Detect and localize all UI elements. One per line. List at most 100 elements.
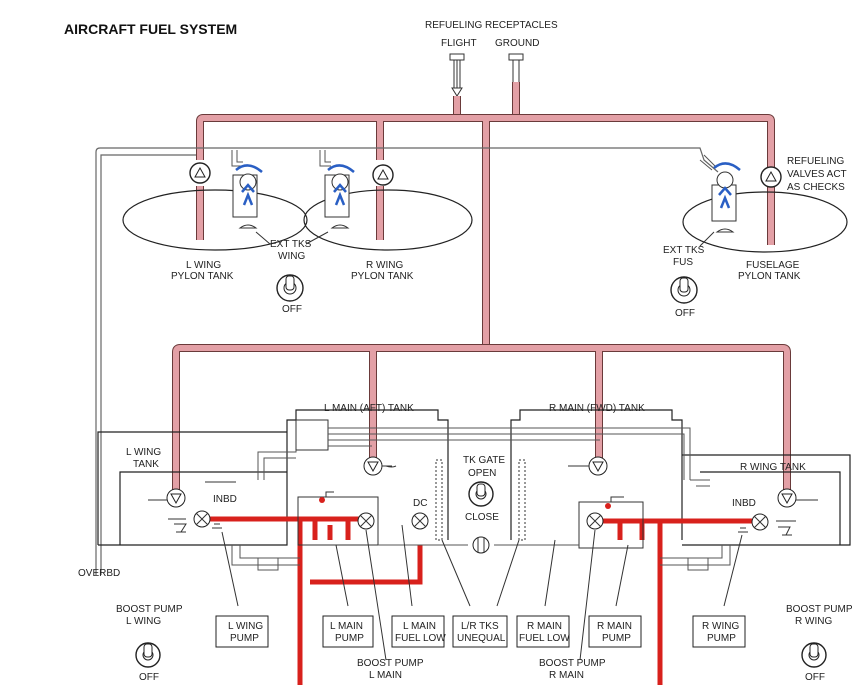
dc-label: DC bbox=[413, 498, 427, 509]
svg-text:L WING: L WING bbox=[228, 621, 263, 632]
inbd-left-label: INBD bbox=[213, 494, 237, 505]
refuel-valves-label-1: REFUELING bbox=[787, 156, 844, 167]
light-l-main-fuel-low: L MAIN FUEL LOW bbox=[391, 615, 446, 648]
tk-gate-label-1: TK GATE bbox=[463, 455, 505, 466]
refuel-manifold-upper bbox=[196, 82, 775, 344]
boost-r-main-label-2: R MAIN bbox=[549, 670, 584, 681]
inbd-right-label: INBD bbox=[732, 498, 756, 509]
svg-text:R MAIN: R MAIN bbox=[527, 621, 562, 632]
boost-l-wing-switch[interactable] bbox=[135, 642, 161, 668]
feed-line-left bbox=[206, 516, 423, 685]
l-feed-sump bbox=[297, 496, 379, 546]
r-wing-tank-label: R WING TANK bbox=[740, 462, 806, 473]
flight-receptacle bbox=[449, 53, 465, 97]
boost-l-wing-label-2: L WING bbox=[126, 616, 161, 627]
boost-r-main-label-1: BOOST PUMP bbox=[539, 658, 606, 669]
l-main-check-valve bbox=[319, 497, 325, 503]
l-pylon-shutoff-valve bbox=[231, 150, 263, 229]
boost-l-main-label-2: L MAIN bbox=[369, 670, 402, 681]
l-wing-float-valve bbox=[148, 481, 236, 508]
receptacle-ground-label: GROUND bbox=[495, 38, 539, 49]
fus-pylon-shutoff-valve bbox=[699, 154, 741, 233]
r-wing-tank bbox=[682, 454, 851, 546]
boost-r-wing-label-1: BOOST PUMP bbox=[786, 604, 853, 615]
svg-text:L MAIN: L MAIN bbox=[330, 621, 363, 632]
boost-l-wing-label-1: BOOST PUMP bbox=[116, 604, 183, 615]
boost-r-wing-switch[interactable] bbox=[801, 642, 827, 668]
ext-tks-wing-switch[interactable] bbox=[276, 274, 304, 302]
light-r-wing-pump: R WING PUMP bbox=[692, 615, 746, 648]
r-main-gauge bbox=[518, 459, 526, 541]
r-main-fwd-tank bbox=[510, 409, 683, 540]
svg-text:PUMP: PUMP bbox=[602, 633, 631, 644]
svg-text:UNEQUAL: UNEQUAL bbox=[457, 633, 506, 644]
ext-tks-fus-switch[interactable] bbox=[670, 276, 698, 304]
fuselage-pylon-tank bbox=[682, 191, 848, 253]
r-main-boost-pump bbox=[586, 512, 604, 530]
svg-text:R WING: R WING bbox=[702, 621, 739, 632]
l-wing-tank bbox=[97, 431, 288, 546]
r-crossfeed bbox=[660, 545, 731, 571]
svg-text:L/R TKS: L/R TKS bbox=[461, 621, 499, 632]
tk-gate-label-2: OPEN bbox=[468, 468, 496, 479]
vent-line-overbd bbox=[95, 147, 719, 575]
r-wing-boost-pump bbox=[751, 513, 769, 531]
r-wing-pylon-label-1: R WING bbox=[366, 260, 403, 271]
refuel-check-valve-r-wing bbox=[372, 164, 394, 186]
r-main-float-valve bbox=[568, 456, 608, 476]
l-wing-tank-label-1: L WING bbox=[126, 447, 161, 458]
r-wing-pylon-label-2: PYLON TANK bbox=[351, 271, 414, 282]
svg-text:PUMP: PUMP bbox=[335, 633, 364, 644]
feed-line-right bbox=[600, 518, 752, 685]
r-main-fwd-label: R MAIN (FWD) TANK bbox=[549, 403, 645, 414]
l-main-aft-tank bbox=[286, 409, 449, 540]
boost-l-wing-state: OFF bbox=[139, 672, 159, 683]
boost-r-wing-label-2: R WING bbox=[795, 616, 832, 627]
ext-tks-wing-state: OFF bbox=[282, 304, 302, 315]
svg-text:PUMP: PUMP bbox=[230, 633, 259, 644]
tk-gate-switch[interactable] bbox=[468, 481, 494, 507]
svg-text:FUEL LOW: FUEL LOW bbox=[395, 633, 446, 644]
ext-tks-fus-label-2: FUS bbox=[673, 257, 693, 268]
r-pylon-shutoff-valve bbox=[319, 150, 355, 229]
r-main-check-valve bbox=[605, 503, 611, 509]
l-main-float-valve bbox=[363, 456, 397, 476]
l-transfer-line bbox=[257, 436, 297, 480]
refuel-check-valve-l-wing bbox=[189, 162, 211, 184]
fus-pylon-label-1: FUSELAGE bbox=[746, 260, 800, 271]
light-l-main-pump: L MAIN PUMP bbox=[322, 615, 374, 648]
ext-tks-wing-label-2: WING bbox=[278, 251, 305, 262]
light-r-main-fuel-low: R MAIN FUEL LOW bbox=[516, 615, 570, 648]
r-wing-pylon-tank bbox=[303, 189, 473, 251]
boost-l-main-label-1: BOOST PUMP bbox=[357, 658, 424, 669]
svg-text:PUMP: PUMP bbox=[707, 633, 736, 644]
ground-receptacle bbox=[508, 53, 524, 82]
light-lr-tks-unequal: L/R TKS UNEQUAL bbox=[452, 615, 508, 648]
l-main-gauge bbox=[435, 459, 443, 541]
svg-text:FUEL LOW: FUEL LOW bbox=[519, 633, 570, 644]
svg-text:L MAIN: L MAIN bbox=[403, 621, 436, 632]
tk-gate-close-label: CLOSE bbox=[465, 512, 499, 523]
boost-r-wing-state: OFF bbox=[805, 672, 825, 683]
refuel-valves-label-3: AS CHECKS bbox=[787, 182, 845, 193]
interconnect-valve bbox=[295, 419, 329, 451]
refuel-check-valve-fus bbox=[760, 166, 782, 188]
svg-text:R MAIN: R MAIN bbox=[597, 621, 632, 632]
ext-tks-wing-label-1: EXT TKS bbox=[270, 239, 312, 250]
tank-gate-valve bbox=[472, 536, 490, 554]
l-main-aft-label: L MAIN (AFT) TANK bbox=[324, 403, 414, 414]
l-wing-pylon-label-2: PYLON TANK bbox=[171, 271, 234, 282]
light-l-wing-pump: L WING PUMP bbox=[215, 615, 269, 648]
ext-tks-fus-label-1: EXT TKS bbox=[663, 245, 705, 256]
l-crossfeed bbox=[231, 545, 300, 571]
fus-pylon-label-2: PYLON TANK bbox=[738, 271, 801, 282]
ext-tks-fus-state: OFF bbox=[675, 308, 695, 319]
dc-boost-pump bbox=[411, 512, 429, 530]
r-wing-float-valve bbox=[777, 488, 818, 508]
l-wing-boost-pump bbox=[193, 510, 211, 528]
l-wing-pylon-label-1: L WING bbox=[186, 260, 221, 271]
diagram-title: AIRCRAFT FUEL SYSTEM bbox=[64, 21, 237, 37]
l-main-boost-pump bbox=[357, 512, 375, 530]
refuel-valves-label-2: VALVES ACT bbox=[787, 169, 847, 180]
